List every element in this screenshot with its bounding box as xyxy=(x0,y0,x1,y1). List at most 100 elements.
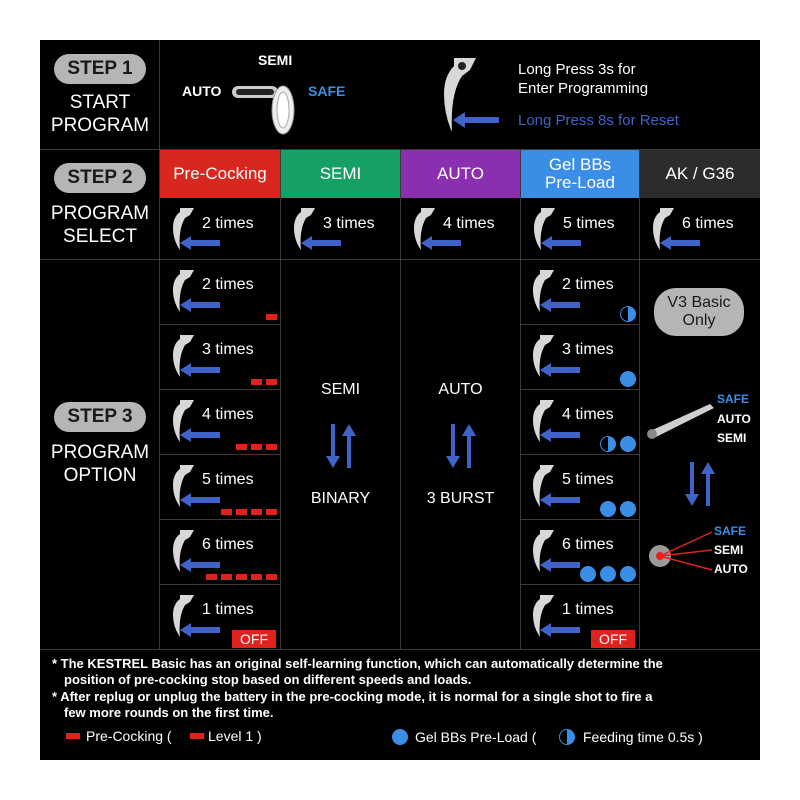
step2-times-2: 4 times xyxy=(443,215,495,232)
legend-red-swatch xyxy=(190,733,204,739)
divider xyxy=(160,454,280,455)
precocking-level-segment xyxy=(266,444,277,450)
note-replug: * After replug or unplug the battery in … xyxy=(52,689,756,721)
mode-header-gel: Gel BBs Pre-Load xyxy=(521,150,639,198)
gel-full-dot xyxy=(620,566,636,582)
selector-auto-label: AUTO xyxy=(182,83,222,99)
lever2-semi-label: SEMI xyxy=(714,543,744,557)
precocking-level-segment xyxy=(251,379,262,385)
selector-lever-icon xyxy=(647,404,714,439)
precocking-level-segment xyxy=(266,314,277,320)
trigger-icon xyxy=(533,270,554,312)
gel-header-line1: Gel BBs xyxy=(548,155,612,174)
legend-blue-dot xyxy=(392,729,408,745)
gel-full-dot xyxy=(600,566,616,582)
precocking-option-3: 5 times xyxy=(202,471,254,488)
trigger-icon xyxy=(533,530,554,572)
trigger-icon xyxy=(173,400,194,442)
step1-title: START PROGRAM xyxy=(40,91,160,137)
gel-half-dot xyxy=(600,436,616,452)
trigger-icon xyxy=(173,465,194,507)
swap-arrows-icon xyxy=(685,462,715,506)
arrow-left-icon xyxy=(180,236,220,250)
swap-arrows-icon xyxy=(326,424,356,468)
lever1-safe-label: SAFE xyxy=(717,392,750,406)
trigger-icon xyxy=(653,208,674,250)
gel-full-dot xyxy=(620,371,636,387)
gel-option-3: 5 times xyxy=(562,471,614,488)
step3-title: PROGRAM OPTION xyxy=(40,441,160,487)
step3-title-line1: PROGRAM xyxy=(50,442,150,463)
divider xyxy=(520,150,521,649)
gel-header-line2: Pre-Load xyxy=(545,173,615,192)
arrow-left-icon xyxy=(660,236,700,250)
trigger-icon xyxy=(533,335,554,377)
gel-full-dot xyxy=(620,436,636,452)
divider xyxy=(159,40,160,649)
legend-level: Level 1 ) xyxy=(208,728,262,744)
mode-header-auto: AUTO xyxy=(401,150,520,198)
arrow-left-icon xyxy=(180,298,220,312)
step3-title-line2: OPTION xyxy=(63,465,137,486)
arrow-left-icon xyxy=(540,298,580,312)
step2-times-4: 6 times xyxy=(682,215,734,232)
divider xyxy=(520,519,640,520)
mode-header-semi: SEMI xyxy=(281,150,400,198)
3burst-option-label: 3 BURST xyxy=(426,490,495,507)
arrow-left-icon xyxy=(180,428,220,442)
legend-feeding: Feeding time 0.5s ) xyxy=(583,729,703,745)
precocking-level-segment xyxy=(266,379,277,385)
trigger-icon xyxy=(173,595,194,637)
gel-full-dot xyxy=(580,566,596,582)
step2-title-line1: PROGRAM xyxy=(50,203,150,224)
gel-half-dot xyxy=(620,306,636,322)
trigger-icon xyxy=(173,335,194,377)
gel-option-2: 4 times xyxy=(562,406,614,423)
trigger-icon xyxy=(294,208,315,250)
arrow-left-icon xyxy=(540,623,580,637)
step1-pill: STEP 1 xyxy=(54,54,146,84)
legend-half-dot xyxy=(559,729,575,745)
step1-title-line1: START xyxy=(69,92,131,113)
precocking-level-segment xyxy=(236,444,247,450)
note1-line1: * The KESTREL Basic has an original self… xyxy=(52,656,663,671)
note2-line2: few more rounds on the first time. xyxy=(64,705,274,720)
selector-dial-icon xyxy=(649,531,713,571)
gel-option-0: 2 times xyxy=(562,276,614,293)
legend-red-swatch xyxy=(66,733,80,739)
arrow-left-icon xyxy=(540,558,580,572)
divider xyxy=(40,649,760,650)
v3-line1: V3 Basic xyxy=(667,294,731,311)
divider xyxy=(520,324,640,325)
lever1-auto-label: AUTO xyxy=(717,412,751,426)
gel-option-1: 3 times xyxy=(562,341,614,358)
arrow-left-icon xyxy=(453,112,499,128)
divider xyxy=(520,584,640,585)
trigger-icon xyxy=(533,595,554,637)
trigger-icon xyxy=(533,400,554,442)
precocking-option-1: 3 times xyxy=(202,341,254,358)
divider xyxy=(160,389,280,390)
instruction1-line2: Enter Programming xyxy=(518,80,649,97)
note1-line2: position of pre-cocking stop based on di… xyxy=(64,672,472,687)
step2-times-1: 3 times xyxy=(323,215,375,232)
divider xyxy=(400,150,401,649)
divider xyxy=(160,584,280,585)
swap-arrows-icon xyxy=(446,424,476,468)
arrow-left-icon xyxy=(541,236,581,250)
trigger-icon xyxy=(173,530,194,572)
precocking-option-5: 1 times xyxy=(202,601,254,618)
off-badge: OFF xyxy=(591,630,635,648)
precocking-level-segment xyxy=(251,509,262,515)
arrow-left-icon xyxy=(180,493,220,507)
trigger-icon xyxy=(173,270,194,312)
trigger-icon xyxy=(173,208,194,250)
arrow-left-icon xyxy=(180,623,220,637)
precocking-option-0: 2 times xyxy=(202,276,254,293)
divider xyxy=(40,149,760,150)
precocking-level-segment xyxy=(251,444,262,450)
precocking-level-segment xyxy=(236,574,247,580)
v3-basic-badge: V3 Basic Only xyxy=(654,288,744,336)
divider xyxy=(520,389,640,390)
step2-times-3: 5 times xyxy=(563,215,615,232)
